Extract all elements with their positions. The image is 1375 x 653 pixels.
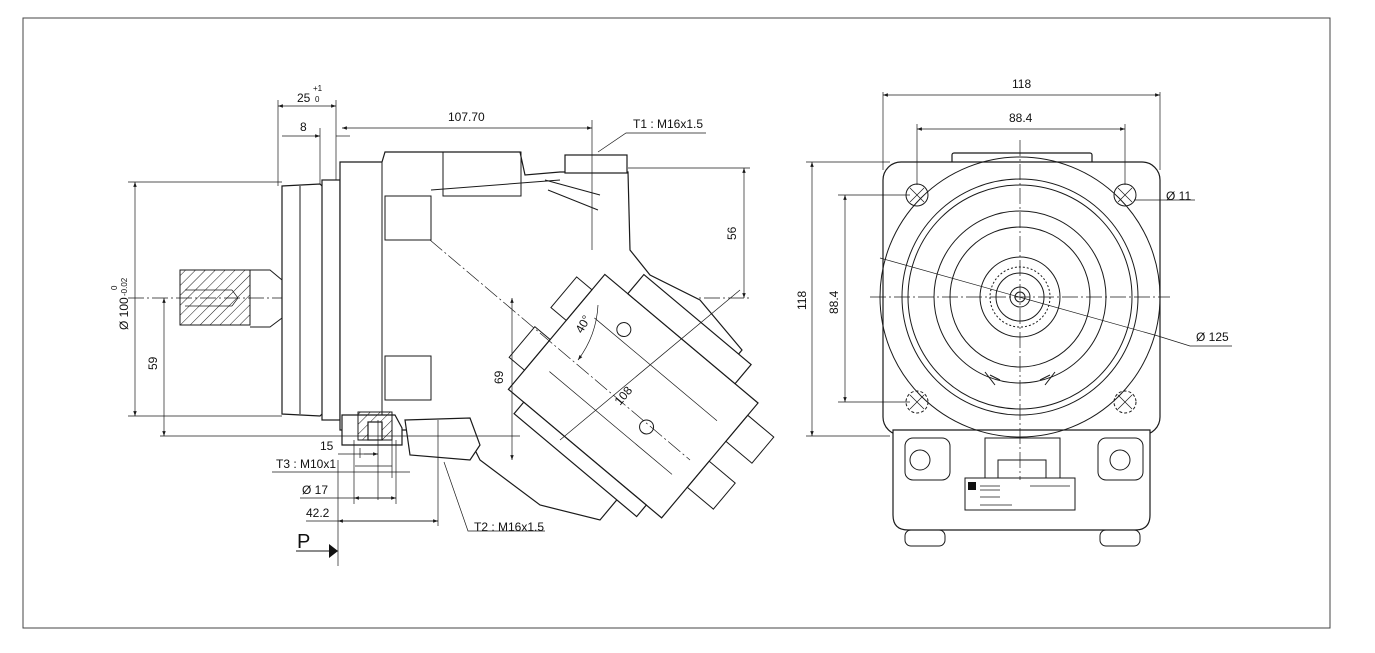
port-t2 — [404, 417, 481, 461]
dim-15: 15 — [320, 439, 334, 453]
dim-88-4-left: 88.4 — [827, 290, 841, 314]
dim-8: 8 — [300, 120, 307, 134]
port-t1 — [564, 154, 628, 174]
dim-69: 69 — [492, 370, 506, 384]
dim-125: Ø 125 — [1196, 330, 1229, 344]
dim-25-tol-upper: +1 — [313, 84, 323, 93]
output-shaft — [179, 269, 251, 326]
dim-100-tol-upper: 0 — [110, 285, 119, 290]
port-p-symbol — [329, 544, 338, 558]
drawing-frame — [22, 17, 1331, 629]
side-view — [128, 100, 775, 566]
front-view — [806, 92, 1232, 547]
dim-56: 56 — [725, 226, 739, 240]
dim-107-70: 107.70 — [448, 110, 485, 124]
dim-100: Ø 100 — [117, 297, 131, 330]
port-p-label: P — [297, 531, 310, 553]
dim-25-tol-lower: 0 — [315, 95, 320, 104]
mounting-hole — [905, 390, 929, 414]
label-t2: T2 : M16x1.5 — [474, 520, 544, 534]
dim-118-top: 118 — [1012, 77, 1031, 91]
dim-118-left: 118 — [795, 291, 809, 310]
mounting-flange — [281, 183, 327, 417]
dim-17: Ø 17 — [302, 483, 328, 497]
dim-88-4-top: 88.4 — [1009, 111, 1033, 125]
dim-11: Ø 11 — [1166, 189, 1191, 203]
dim-100-tol-lower: -0.02 — [120, 277, 129, 296]
dim-59: 59 — [146, 356, 160, 370]
mounting-hole — [1113, 390, 1137, 414]
label-t1: T1 : M16x1.5 — [633, 117, 703, 131]
dim-42-2: 42.2 — [306, 506, 330, 520]
label-t3: T3 : M10x1 — [276, 457, 336, 471]
dim-25: 25 — [297, 91, 311, 105]
